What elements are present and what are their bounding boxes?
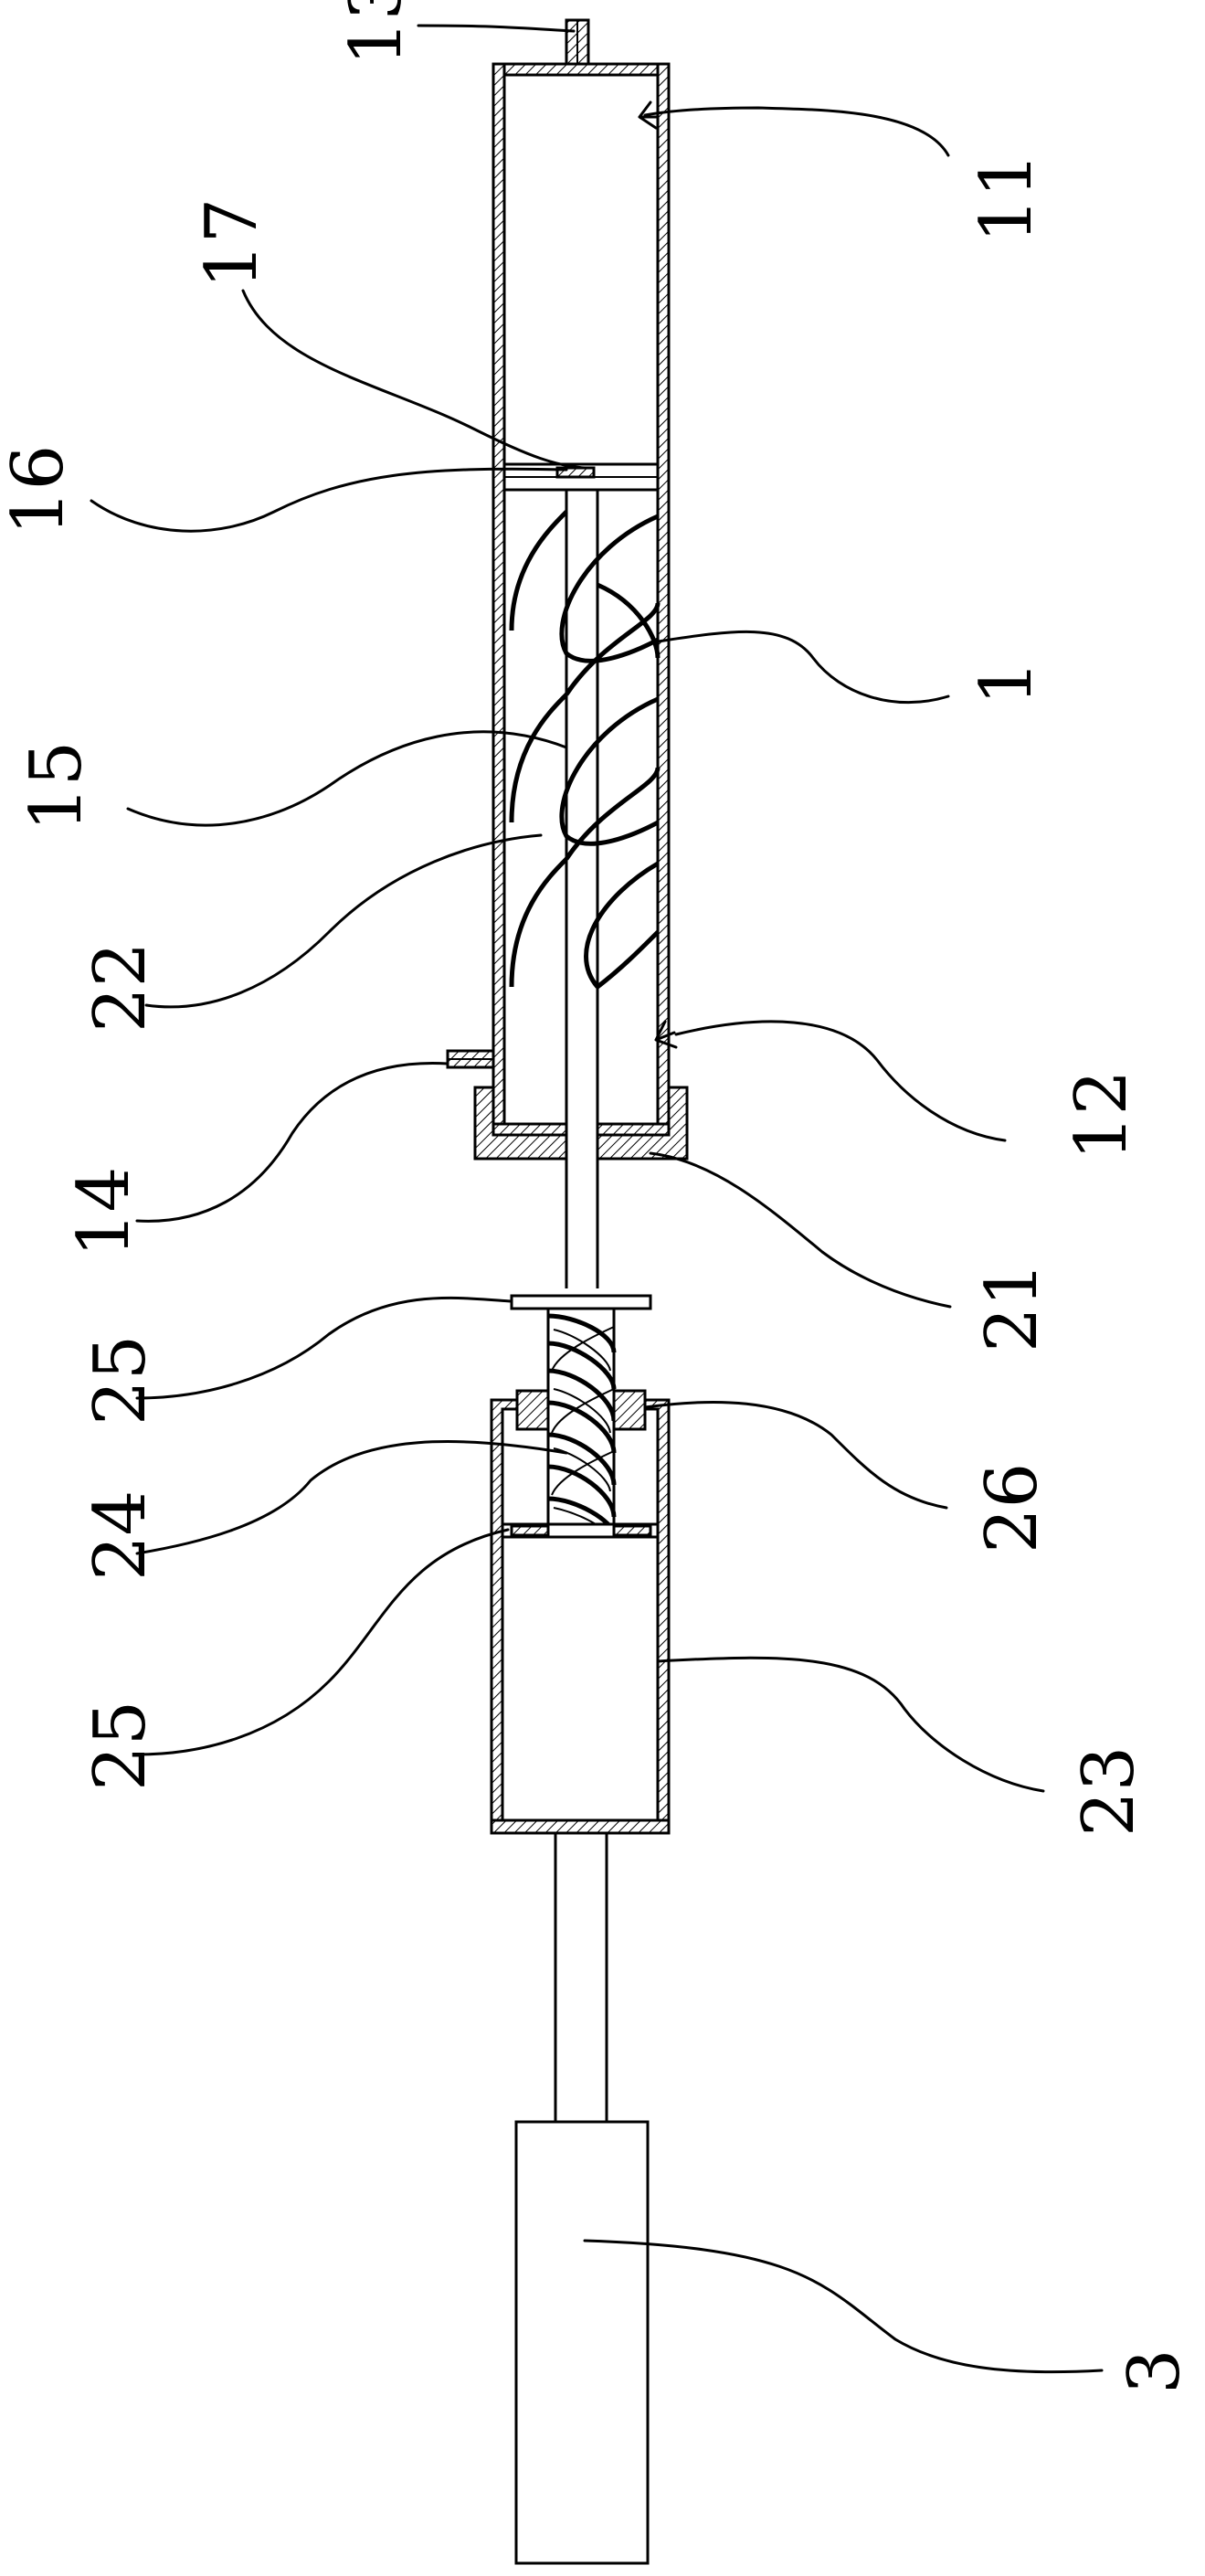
- label-24: 24: [79, 1490, 162, 1581]
- auger-shaft: [565, 490, 599, 1288]
- label-1: 1: [966, 660, 1048, 705]
- nut: [515, 1389, 647, 1431]
- arrowheads: [638, 101, 678, 1049]
- outlet-nozzle: [565, 18, 590, 66]
- side-port: [446, 1049, 495, 1069]
- label-14: 14: [63, 1167, 145, 1257]
- auger-blade: [509, 510, 661, 989]
- guide-plate: [501, 1522, 660, 1539]
- label-16: 16: [0, 445, 79, 535]
- label-21: 21: [971, 1262, 1053, 1352]
- label-13: 13: [335, 0, 418, 66]
- coupling-disc: [510, 1294, 652, 1310]
- label-26: 26: [971, 1463, 1053, 1553]
- main-barrel: [492, 62, 671, 1137]
- label-25-upper: 25: [79, 1335, 162, 1426]
- leader-lines: [90, 24, 1104, 2374]
- label-12: 12: [1061, 1070, 1143, 1161]
- label-25-lower: 25: [79, 1701, 162, 1791]
- end-flange: [473, 1086, 689, 1161]
- reference-labels: 13 11 17 16 1 15 22 12 14 21 25 26 24 25…: [0, 0, 1196, 2394]
- lead-screw: [546, 1307, 617, 1539]
- drive-rod: [554, 1833, 608, 2122]
- label-11: 11: [966, 153, 1048, 243]
- label-3: 3: [1114, 2348, 1196, 2394]
- motor: [514, 2120, 650, 2565]
- lower-housing: [490, 1398, 671, 1835]
- label-23: 23: [1068, 1746, 1150, 1837]
- label-17: 17: [191, 198, 273, 289]
- label-22: 22: [79, 942, 162, 1033]
- label-15: 15: [16, 741, 98, 832]
